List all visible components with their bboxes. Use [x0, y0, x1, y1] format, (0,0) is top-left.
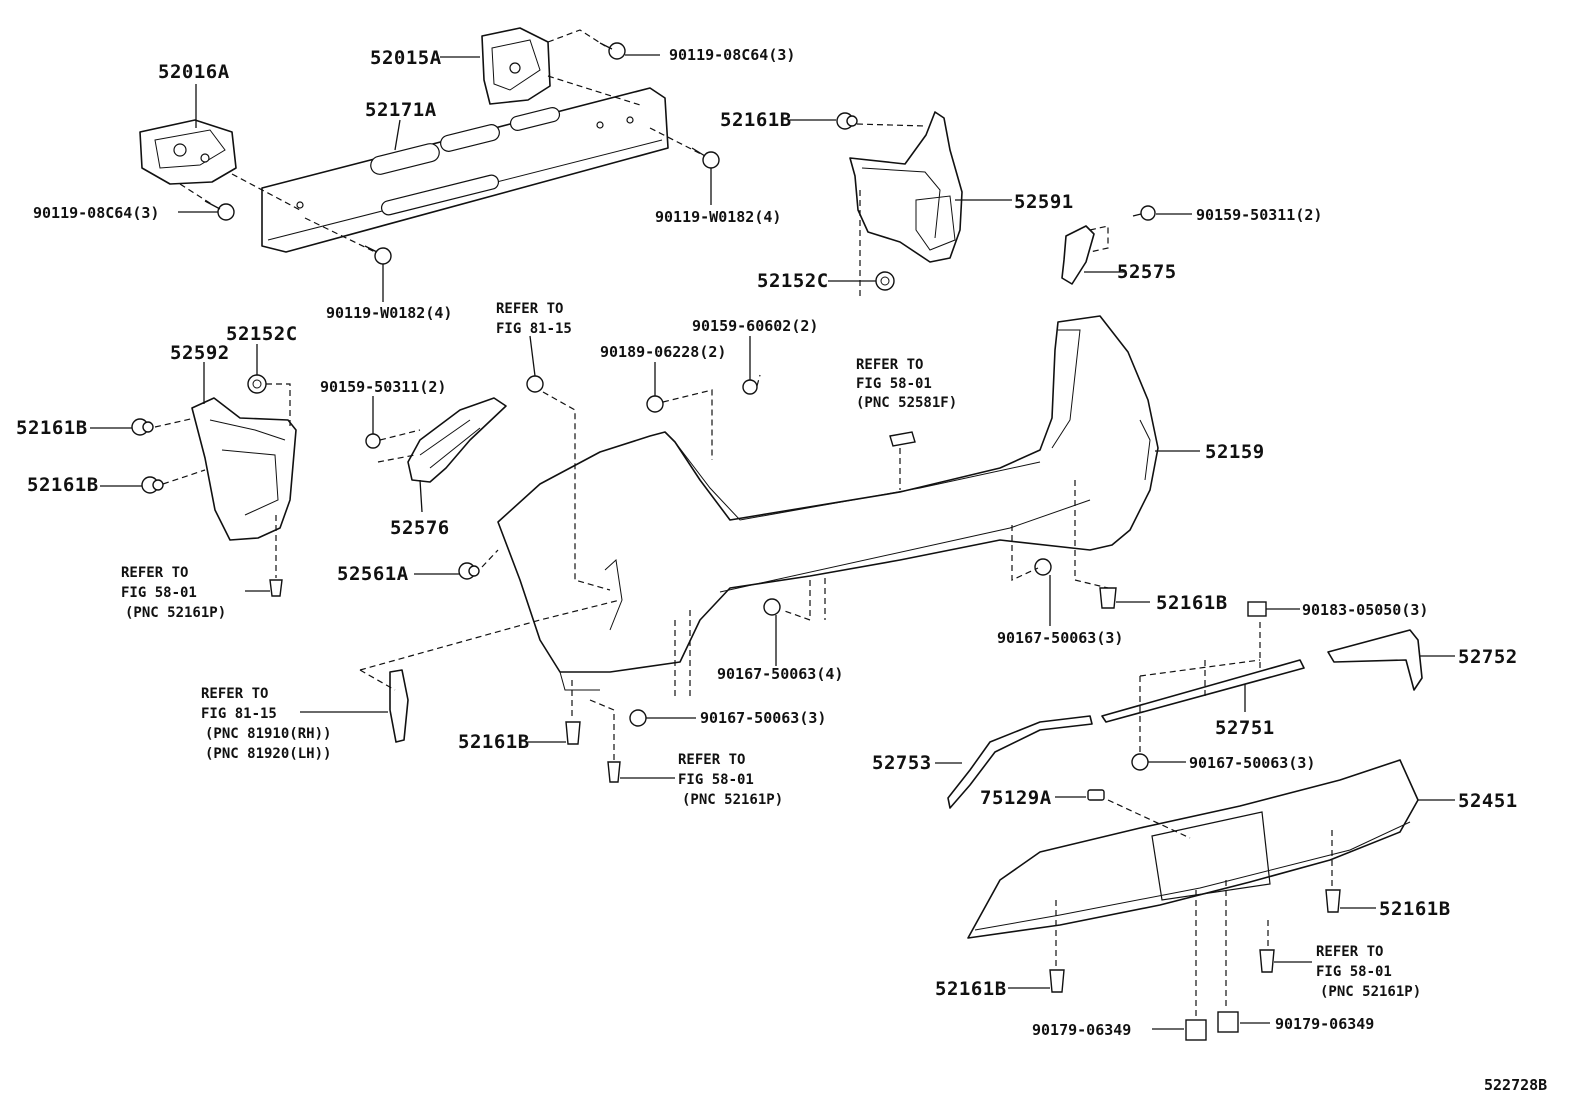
screw-90167-50063-3c[interactable] [1131, 753, 1149, 771]
clip-52161B-upper[interactable] [836, 112, 858, 130]
nut-90183-05050[interactable] [1247, 601, 1267, 617]
molding-52753[interactable] [947, 715, 1093, 809]
nut-90179-06349-right[interactable] [1217, 1011, 1239, 1033]
clip-52161B-left2[interactable] [141, 476, 164, 494]
label-52451: 52451 [1458, 790, 1518, 812]
label-90167-50063-3b: 90167-50063(3) [700, 709, 826, 727]
label-52015A: 52015A [370, 47, 442, 69]
bumper-bracket-52016A[interactable] [139, 119, 237, 185]
label-52016A: 52016A [158, 61, 230, 83]
label-90159-50311-mid: 90159-50311(2) [320, 378, 446, 396]
label-52152C-left: 52152C [226, 323, 298, 345]
label-52753: 52753 [872, 752, 932, 774]
clip-52561A[interactable] [458, 562, 480, 580]
clip-52161P-bottom[interactable] [607, 761, 621, 783]
nut-90189-06228[interactable] [646, 395, 664, 413]
label-52161B-upper: 52161B [720, 109, 792, 131]
clip-52161B-bottom[interactable] [1049, 969, 1065, 993]
label-52161B-far: 52161B [1379, 898, 1451, 920]
label-90183-05050: 90183-05050(3) [1302, 601, 1428, 619]
label-90179-06349-right: 90179-06349 [1275, 1015, 1374, 1033]
label-90167-50063-3a: 90167-50063(3) [997, 629, 1123, 647]
label-52752: 52752 [1458, 646, 1518, 668]
plug-75129A[interactable] [1087, 789, 1105, 801]
ref-58-01-center: REFER TO FIG 58-01 (PNC 52581F) [856, 357, 957, 411]
label-52161B-right: 52161B [1156, 592, 1228, 614]
label-52161B-left2: 52161B [27, 474, 99, 496]
bumper-cover-52159[interactable] [497, 315, 1159, 691]
label-90119-W0182-right: 90119-W0182(4) [655, 208, 781, 226]
label-52152C-right: 52152C [757, 270, 829, 292]
molding-52751[interactable] [1101, 659, 1305, 723]
clip-52161B-left1[interactable] [131, 418, 154, 436]
ref-58-01-left: REFER TO FIG 58-01 (PNC 52161P) [121, 565, 226, 621]
label-52561A: 52561A [337, 563, 409, 585]
bracket-52576[interactable] [407, 397, 507, 483]
side-retainer-52591[interactable] [849, 111, 963, 263]
label-90159-60602: 90159-60602(2) [692, 317, 818, 335]
label-90119-08C64-left: 90119-08C64(3) [33, 204, 159, 222]
ref-81-15-top: REFER TO FIG 81-15 [496, 301, 572, 337]
molding-52752[interactable] [1327, 629, 1423, 691]
screw-90167-50063-3b[interactable] [629, 709, 647, 727]
label-52159: 52159 [1205, 441, 1265, 463]
screw-90159-50311-right[interactable] [1132, 205, 1156, 221]
ref-81-15-lower: REFER TO FIG 81-15 (PNC 81910(RH)) (PNC … [201, 686, 340, 762]
bolt-90119-08C64-left[interactable] [204, 200, 235, 221]
label-90167-50063-4: 90167-50063(4) [717, 665, 843, 683]
label-75129A: 75129A [980, 787, 1052, 809]
bumper-bracket-52015A[interactable] [481, 27, 551, 105]
clip-52161P-right[interactable] [1259, 949, 1275, 973]
bracket-52575[interactable] [1061, 225, 1095, 285]
label-90179-06349-left: 90179-06349 [1032, 1021, 1131, 1039]
nut-52152C-right[interactable] [875, 271, 895, 291]
fastener-81-15-top[interactable] [526, 375, 544, 393]
screw-90159-60602[interactable] [742, 379, 758, 395]
label-52161B-lower: 52161B [458, 731, 530, 753]
label-52576: 52576 [390, 517, 450, 539]
lower-bumper-52451[interactable] [967, 759, 1419, 939]
diagram-code: 522728B [1484, 1076, 1547, 1094]
label-52575: 52575 [1117, 261, 1177, 283]
label-52592: 52592 [170, 342, 230, 364]
label-90189-06228: 90189-06228(2) [600, 343, 726, 361]
nut-90179-06349-left[interactable] [1185, 1019, 1207, 1041]
label-90167-50063-3c: 90167-50063(3) [1189, 754, 1315, 772]
screw-90159-50311-mid[interactable] [365, 433, 381, 449]
clip-52161B-lower[interactable] [565, 721, 581, 745]
nut-52152C-left[interactable] [247, 374, 267, 394]
label-52161B-left1: 52161B [16, 417, 88, 439]
screw-90167-50063-4[interactable] [763, 598, 781, 616]
clip-52161B-right[interactable] [1099, 587, 1117, 609]
clip-52161P-left[interactable] [269, 579, 283, 597]
label-90159-50311-right: 90159-50311(2) [1196, 206, 1322, 224]
label-90119-W0182-mid: 90119-W0182(4) [326, 304, 452, 322]
label-52751: 52751 [1215, 717, 1275, 739]
clip-52161B-far[interactable] [1325, 889, 1341, 913]
ref-58-01-right: REFER TO FIG 58-01 (PNC 52161P) [1316, 944, 1421, 1000]
label-52161B-bottom: 52161B [935, 978, 1007, 1000]
screw-90167-50063-3a[interactable] [1034, 558, 1052, 576]
side-retainer-52592[interactable] [191, 397, 297, 541]
retainer-52581F[interactable] [889, 431, 916, 447]
label-52591: 52591 [1014, 191, 1074, 213]
label-52171A: 52171A [365, 99, 437, 121]
ref-58-01-bottom: REFER TO FIG 58-01 (PNC 52161P) [678, 752, 783, 808]
reflector-81910[interactable] [389, 669, 409, 743]
label-90119-08C64-top: 90119-08C64(3) [669, 46, 795, 64]
bumper-reinforcement-52171A[interactable] [261, 87, 669, 253]
